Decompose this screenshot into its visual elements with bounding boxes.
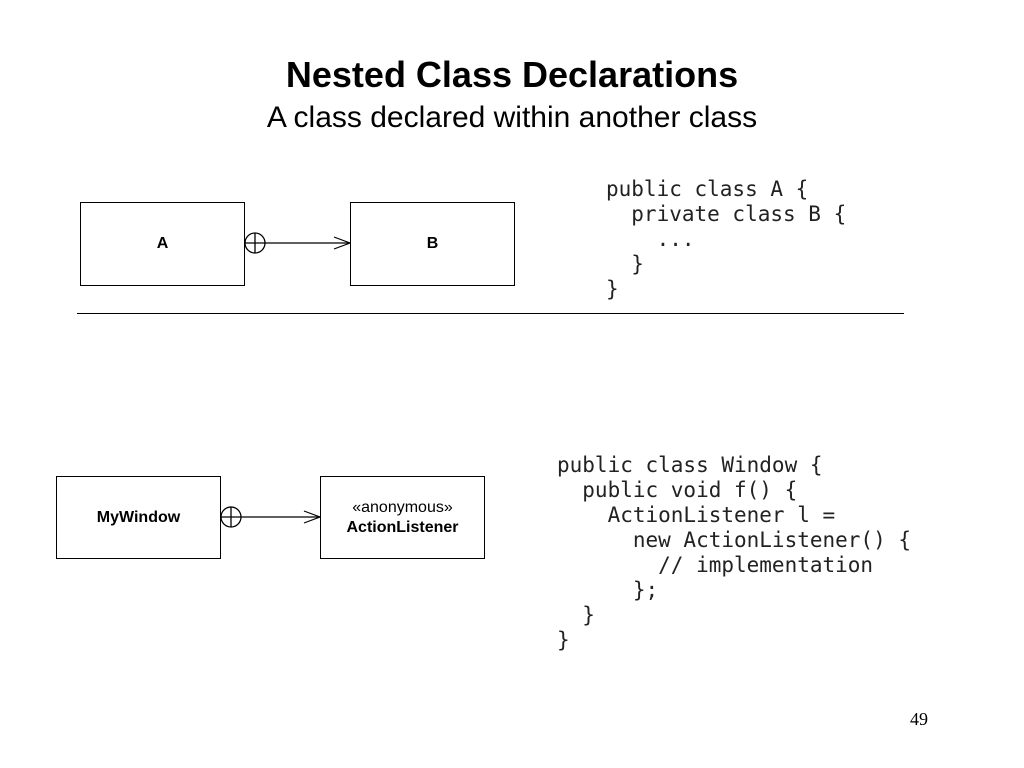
stereotype-label: «anonymous» [352, 498, 453, 516]
nesting-connector-anonymous [220, 506, 322, 528]
class-box-actionlistener: «anonymous» ActionListener [320, 476, 485, 559]
page-number: 49 [910, 709, 928, 729]
code-snippet-anonymous: public class Window { public void f() { … [557, 453, 912, 652]
class-name-inner: B [426, 235, 439, 252]
class-name-actionlistener: ActionListener [346, 518, 459, 536]
slide-subtitle: A class declared within another class [266, 101, 758, 134]
class-box-inner: B [350, 202, 515, 286]
slide-title: Nested Class Declarations [285, 54, 739, 95]
code-snippet-nested: public class A { private class B { ... }… [606, 177, 847, 301]
class-name-outer: A [156, 235, 169, 252]
section-divider [77, 313, 904, 314]
nesting-connector [244, 232, 352, 254]
class-box-outer: A [80, 202, 245, 286]
class-box-mywindow: MyWindow [56, 476, 221, 559]
class-name-mywindow: MyWindow [96, 508, 181, 526]
